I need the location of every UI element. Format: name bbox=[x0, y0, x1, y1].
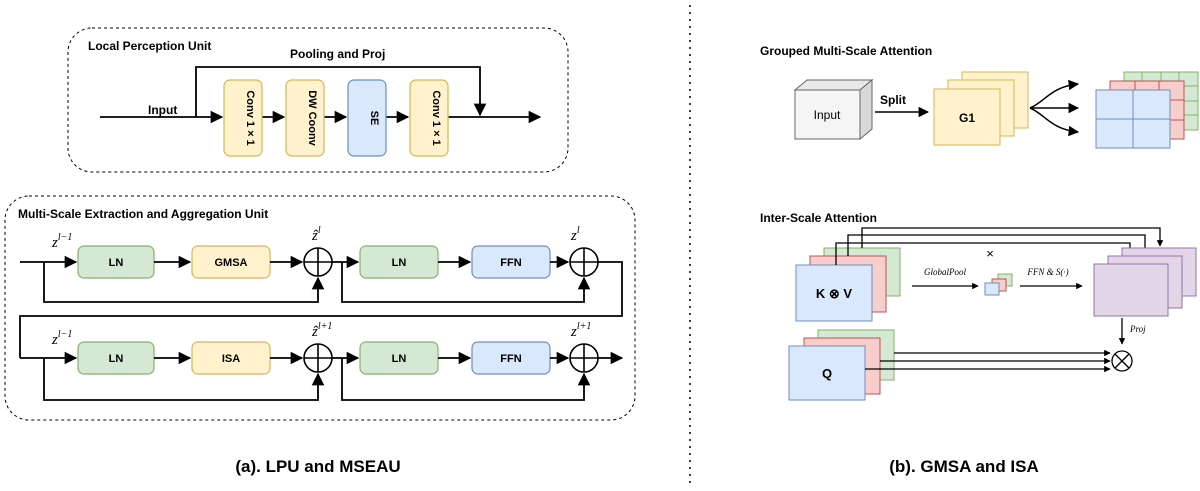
lpu-input-label: Input bbox=[148, 103, 177, 117]
row2-ffn-label: FFN bbox=[500, 353, 521, 365]
isa-skip-3 bbox=[861, 227, 1164, 248]
gmsa-fan-top bbox=[1029, 79, 1080, 109]
row1-to-row2 bbox=[19, 261, 623, 358]
isa-out-purple-front bbox=[1093, 263, 1169, 317]
row1-z-mid: ẑl bbox=[311, 225, 321, 244]
row2-z-in: zl−1 bbox=[51, 329, 72, 348]
caption-left: (a). LPU and MSEAU bbox=[235, 457, 400, 476]
isa-q-blue bbox=[788, 345, 866, 401]
isa-globalpool-label: GlobalPool bbox=[924, 267, 966, 277]
row2-ln2-label: LN bbox=[392, 353, 407, 365]
gmsa-input-label: Input bbox=[814, 108, 841, 122]
lpu-frame bbox=[67, 27, 569, 173]
lpu-block-dwconv bbox=[285, 79, 325, 157]
isa-panel: Inter-Scale Attention K ⊗ V × GlobalPool… bbox=[760, 211, 1197, 401]
row2-z-out: zl+1 bbox=[570, 321, 591, 340]
isa-proj-label: Proj bbox=[1129, 324, 1146, 334]
row1-skip-2 bbox=[341, 262, 591, 303]
isa-times-label: × bbox=[986, 246, 994, 261]
lpu-title: Local Perception Unit bbox=[88, 39, 211, 53]
lpu-block-conv2-label: Conv 1 × 1 bbox=[430, 90, 442, 145]
row2-isa-label: ISA bbox=[222, 353, 240, 365]
mseau-frame bbox=[4, 195, 636, 421]
gmsa-group-g1 bbox=[933, 88, 1001, 146]
isa-kv-blue bbox=[795, 264, 873, 322]
row2-skip-2 bbox=[341, 358, 591, 401]
gmsa-title: Grouped Multi-Scale Attention bbox=[760, 44, 932, 58]
caption-right: (b). GMSA and ISA bbox=[889, 457, 1039, 476]
row1-ln2-label: LN bbox=[392, 257, 407, 269]
gmsa-input-cube-top bbox=[793, 79, 874, 91]
isa-kv-label: K ⊗ V bbox=[816, 286, 853, 301]
row1-skip-1 bbox=[43, 262, 325, 303]
gmsa-input-cube bbox=[794, 89, 861, 140]
gmsa-group-label: G1 bbox=[959, 111, 975, 125]
lpu-panel: Local Perception Unit Pooling and Proj I… bbox=[67, 27, 569, 173]
gmsa-grid-blue bbox=[1095, 89, 1171, 149]
row1-gmsa-label: GMSA bbox=[215, 257, 248, 269]
row1-ln1-label: LN bbox=[109, 257, 124, 269]
row1-z-in: zl−1 bbox=[51, 232, 72, 251]
isa-pool-blue bbox=[984, 282, 1000, 296]
lpu-block-se bbox=[347, 79, 387, 157]
row2-ln1-label: LN bbox=[109, 353, 124, 365]
lpu-block-conv2 bbox=[409, 79, 449, 157]
lpu-pooling-skip bbox=[195, 66, 487, 117]
lpu-block-se-label: SE bbox=[368, 111, 380, 126]
row2-skip-1 bbox=[43, 358, 325, 401]
gmsa-panel: Grouped Multi-Scale Attention Input Spli… bbox=[760, 44, 1199, 149]
lpu-pooling-label: Pooling and Proj bbox=[290, 47, 385, 61]
row1-ffn-label: FFN bbox=[500, 257, 521, 269]
lpu-block-conv1 bbox=[223, 79, 263, 157]
isa-otimes-x2 bbox=[1114, 353, 1130, 369]
lpu-block-dwconv-label: DW Coonv bbox=[306, 90, 318, 146]
isa-skip-2 bbox=[847, 234, 1149, 256]
gmsa-split-label: Split bbox=[880, 93, 906, 107]
mseau-title: Multi-Scale Extraction and Aggregation U… bbox=[18, 207, 268, 221]
gmsa-input-cube-side bbox=[859, 78, 873, 141]
row1-z-out: zl bbox=[570, 225, 580, 244]
isa-ffn-label: FFN & S(·) bbox=[1026, 267, 1068, 277]
mseau-panel: Multi-Scale Extraction and Aggregation U… bbox=[4, 195, 636, 421]
row2-z-mid: ẑl+1 bbox=[311, 321, 332, 340]
lpu-block-conv1-label: Conv 1 × 1 bbox=[244, 90, 256, 145]
gmsa-fan-bot bbox=[1029, 107, 1080, 137]
isa-q-label: Q bbox=[822, 366, 832, 381]
isa-title: Inter-Scale Attention bbox=[760, 211, 877, 225]
